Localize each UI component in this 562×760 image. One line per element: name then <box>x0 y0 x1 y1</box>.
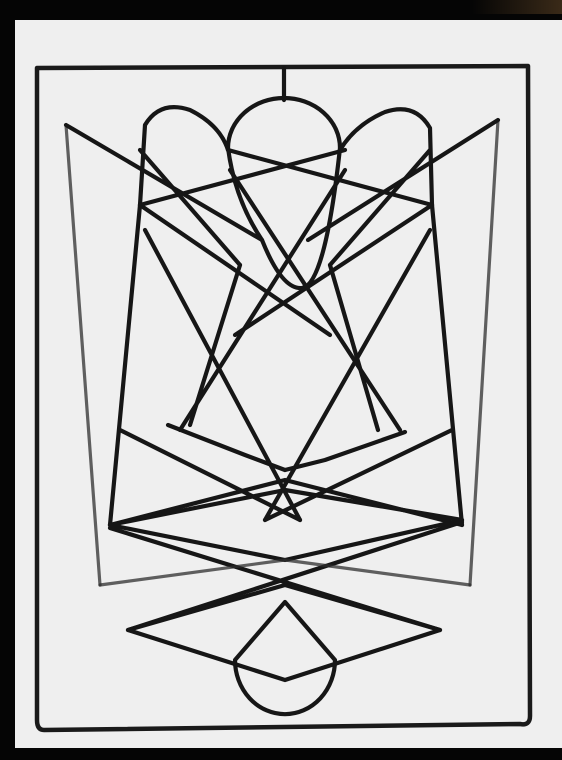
cross-right-long <box>180 170 345 430</box>
left-wing-loop <box>140 107 228 205</box>
right-wing-down <box>330 150 430 265</box>
head-circle <box>228 98 340 148</box>
right-base-line <box>285 560 470 585</box>
body-right-edge <box>330 265 378 430</box>
cross-left-long <box>230 170 400 430</box>
left-inner-side <box>110 205 140 525</box>
left-wing-diag-up <box>140 150 345 205</box>
cross-right-mid <box>265 230 430 520</box>
right-inner-side <box>432 205 462 525</box>
lower-diamond <box>128 585 440 680</box>
waist-right-line <box>265 430 452 520</box>
left-outer-line <box>66 125 100 585</box>
right-outer-line <box>470 120 498 585</box>
cross-left-mid <box>145 230 300 520</box>
bottom-drop <box>235 602 335 714</box>
